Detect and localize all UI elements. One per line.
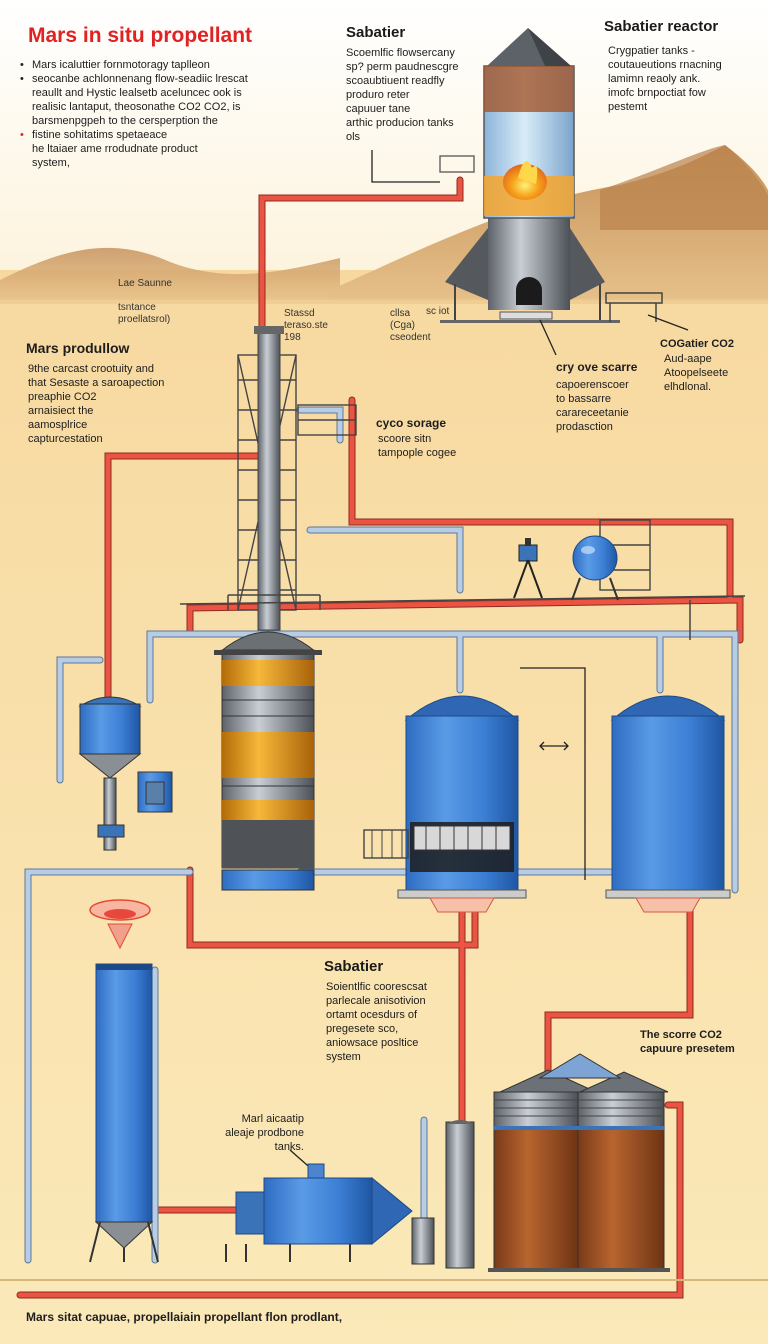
sabatier-mid-text: Soientlfic coorescsat parlecale anisotiv… [326,981,427,1063]
intro-bullet: fistine sohitatims spetaeace he ltaiaer … [18,128,288,170]
sabatier-reactor-text: Crygpatier tanks - coutaueutions rnacnin… [608,45,722,113]
rust-storage-tanks [488,1053,670,1272]
co2-label-heading: COGatier CO2 [660,338,734,350]
mid-small-label-2: cllsa (Cga) cseodent [390,308,431,343]
walkway [179,594,746,640]
cryo-storage-mid-text: scoore sitn tampople cogee [378,433,457,459]
co2-label-text: Aud-aape Atoopelseete elhdlonal. [664,353,729,393]
sabatier-top-heading: Sabatier [346,24,406,41]
right-small-label: sc iot [426,306,450,317]
page-title: Mars in situ propellant [28,24,253,47]
intro-bullet: seocanbe achlonnenang flow-seadiic lresc… [18,72,288,128]
mars-produflow-text: 9the carcast crootuity and that Sesaste … [28,363,165,445]
exhaust-stack [254,326,284,631]
intro-bullet: Mars icaluttier fornmotoragy taplleon [18,58,288,72]
intro-bullet-list: Mars icaluttier fornmotoragy taplleon se… [18,58,288,170]
mid-small-label: Stassd teraso.ste 198 [284,308,328,343]
sphere-tank [513,535,619,601]
cryo-storage-mid-heading: cyco sorage [376,416,447,430]
heater-glow [89,899,151,950]
sabatier-mid-heading: Sabatier [324,958,384,975]
co2-capture-label: The scorre CO2 capuure presetem [640,1029,735,1055]
red-pipes [16,176,744,1299]
horizontal-tank [225,1120,475,1269]
mars-produflow-heading: Mars produllow [26,340,130,356]
main-reactor-column [214,631,322,891]
footer-caption: Mars sitat capuae, propellaiain propella… [26,1310,343,1324]
tanks-label: Marl aicaatip aleaje prodbone tanks. [225,1113,304,1153]
cryo-storage-right-heading: cry ove scarre [556,360,638,374]
sabatier-top-text: Scoemlfic flowsercany sp? perm paudnescg… [346,47,459,143]
sabatier-reactor-tower [440,28,663,323]
blue-storage-tanks [363,667,731,913]
separator-vessel [78,696,173,851]
left-small-label: Lae Saunne tsntance proellatsrol) [118,278,172,325]
tall-blue-column [89,963,159,1263]
sabatier-reactor-heading: Sabatier reactor [604,18,719,35]
cryo-storage-right-text: capoerenscoer to bassarre carareceetanie… [556,379,629,433]
